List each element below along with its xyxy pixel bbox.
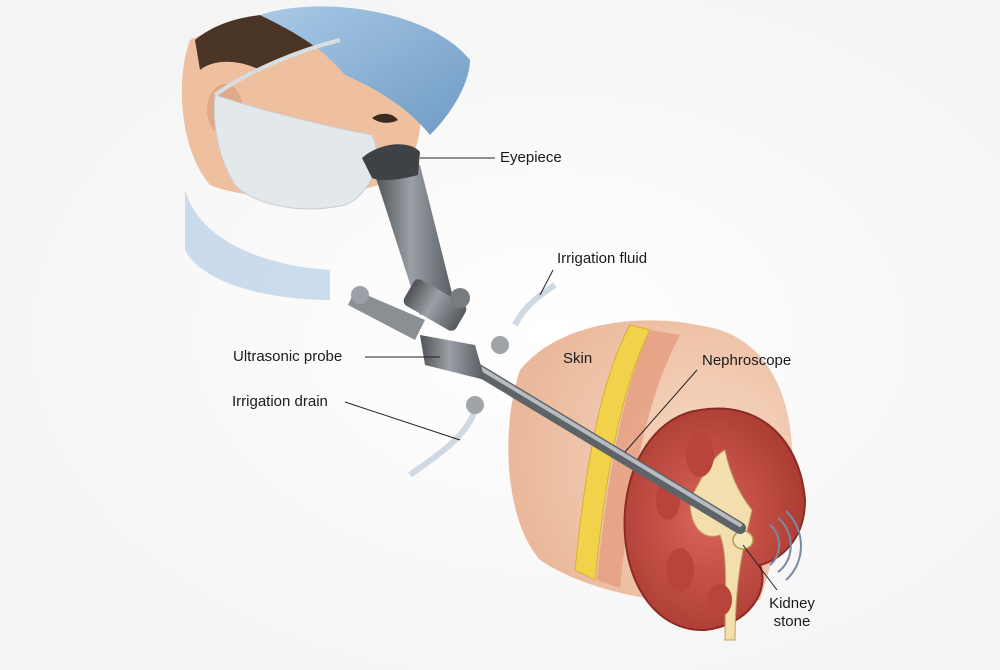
eyepiece-cup (362, 144, 420, 181)
renal-pelvis (689, 449, 753, 641)
label-nephroscope: Nephroscope (702, 352, 792, 369)
label-irrigation-drain: Irrigation drain (232, 393, 328, 410)
label-irrigation-fluid: Irrigation fluid (557, 250, 648, 267)
surgeon-figure (181, 6, 470, 300)
label-skin: Skin (563, 350, 593, 367)
label-kidney-stone: Kidney stone (757, 595, 827, 631)
label-ultrasonic-probe: Ultrasonic probe (233, 348, 343, 365)
leader-lines (344, 157, 778, 591)
label-eyepiece: Eyepiece (500, 149, 562, 166)
surgical-mask (213, 94, 378, 210)
nephroscope-instrument (348, 144, 746, 534)
label-kidney-stone-line2: stone (773, 613, 811, 630)
surgical-cap (260, 6, 470, 135)
ultrasonic-probe-hub (420, 335, 485, 380)
label-kidney-stone-line1: Kidney (769, 595, 815, 612)
kidney-stone-shape (732, 530, 754, 550)
